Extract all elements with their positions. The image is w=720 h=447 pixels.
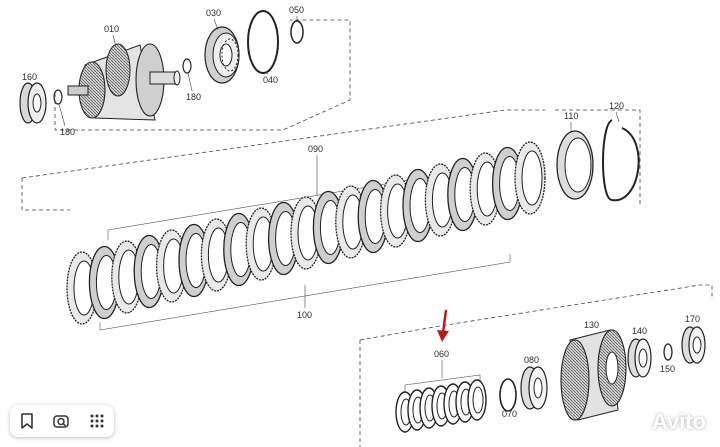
label-090: 090 (308, 144, 323, 154)
avito-logo-icon (623, 413, 644, 432)
part-060-disc-stack (395, 379, 487, 433)
label-010: 010 (104, 24, 119, 34)
red-arrow-indicator (437, 309, 449, 342)
label-180-right: 180 (186, 92, 201, 102)
label-160: 160 (22, 72, 37, 82)
bookmark-button[interactable] (14, 408, 40, 434)
middle-frame (21, 178, 70, 211)
part-010-drum (67, 43, 181, 121)
part-050-ring (290, 20, 304, 44)
part-160-bearing (19, 82, 47, 124)
image-toolbar (10, 405, 114, 437)
part-040-ring (247, 10, 279, 74)
small-disc-bore (472, 386, 484, 414)
label-040: 040 (263, 75, 278, 85)
top-frame (54, 19, 351, 131)
part-170-bearing (681, 326, 706, 364)
search-image-icon (53, 415, 69, 428)
watermark-text: Avito (651, 409, 706, 434)
part-030-plate (204, 26, 240, 84)
grid-apps-icon (90, 414, 104, 428)
apps-button[interactable] (84, 408, 110, 434)
bookmark-icon (21, 413, 34, 429)
part-180-ring-left (53, 89, 63, 105)
label-130: 130 (584, 320, 599, 330)
label-050: 050 (289, 5, 304, 15)
part-070-ring (499, 378, 517, 412)
label-110: 110 (564, 111, 578, 121)
part-150-ring (663, 343, 673, 361)
part-120-snap-ring (611, 127, 640, 202)
part-140-bearing (627, 338, 652, 378)
label-120: 120 (609, 101, 624, 111)
label-140: 140 (632, 326, 647, 336)
label-080: 080 (524, 355, 539, 365)
label-070: 070 (502, 409, 517, 419)
bracket-060 (404, 374, 481, 392)
part-080-bearing (520, 366, 548, 410)
part-130-gear (560, 329, 627, 421)
clutch-disc-stack (66, 141, 546, 325)
label-030: 030 (206, 8, 221, 18)
clutch-disc-bore (521, 150, 543, 206)
label-180-left: 180 (60, 127, 75, 137)
label-100: 100 (297, 310, 312, 320)
part-110-plate (556, 130, 594, 200)
avito-watermark: Avito (622, 409, 706, 435)
search-by-image-button[interactable] (49, 408, 75, 434)
label-170: 170 (685, 314, 700, 324)
label-060: 060 (434, 349, 449, 359)
part-180-ring-right (182, 58, 192, 74)
label-150: 150 (660, 364, 675, 374)
